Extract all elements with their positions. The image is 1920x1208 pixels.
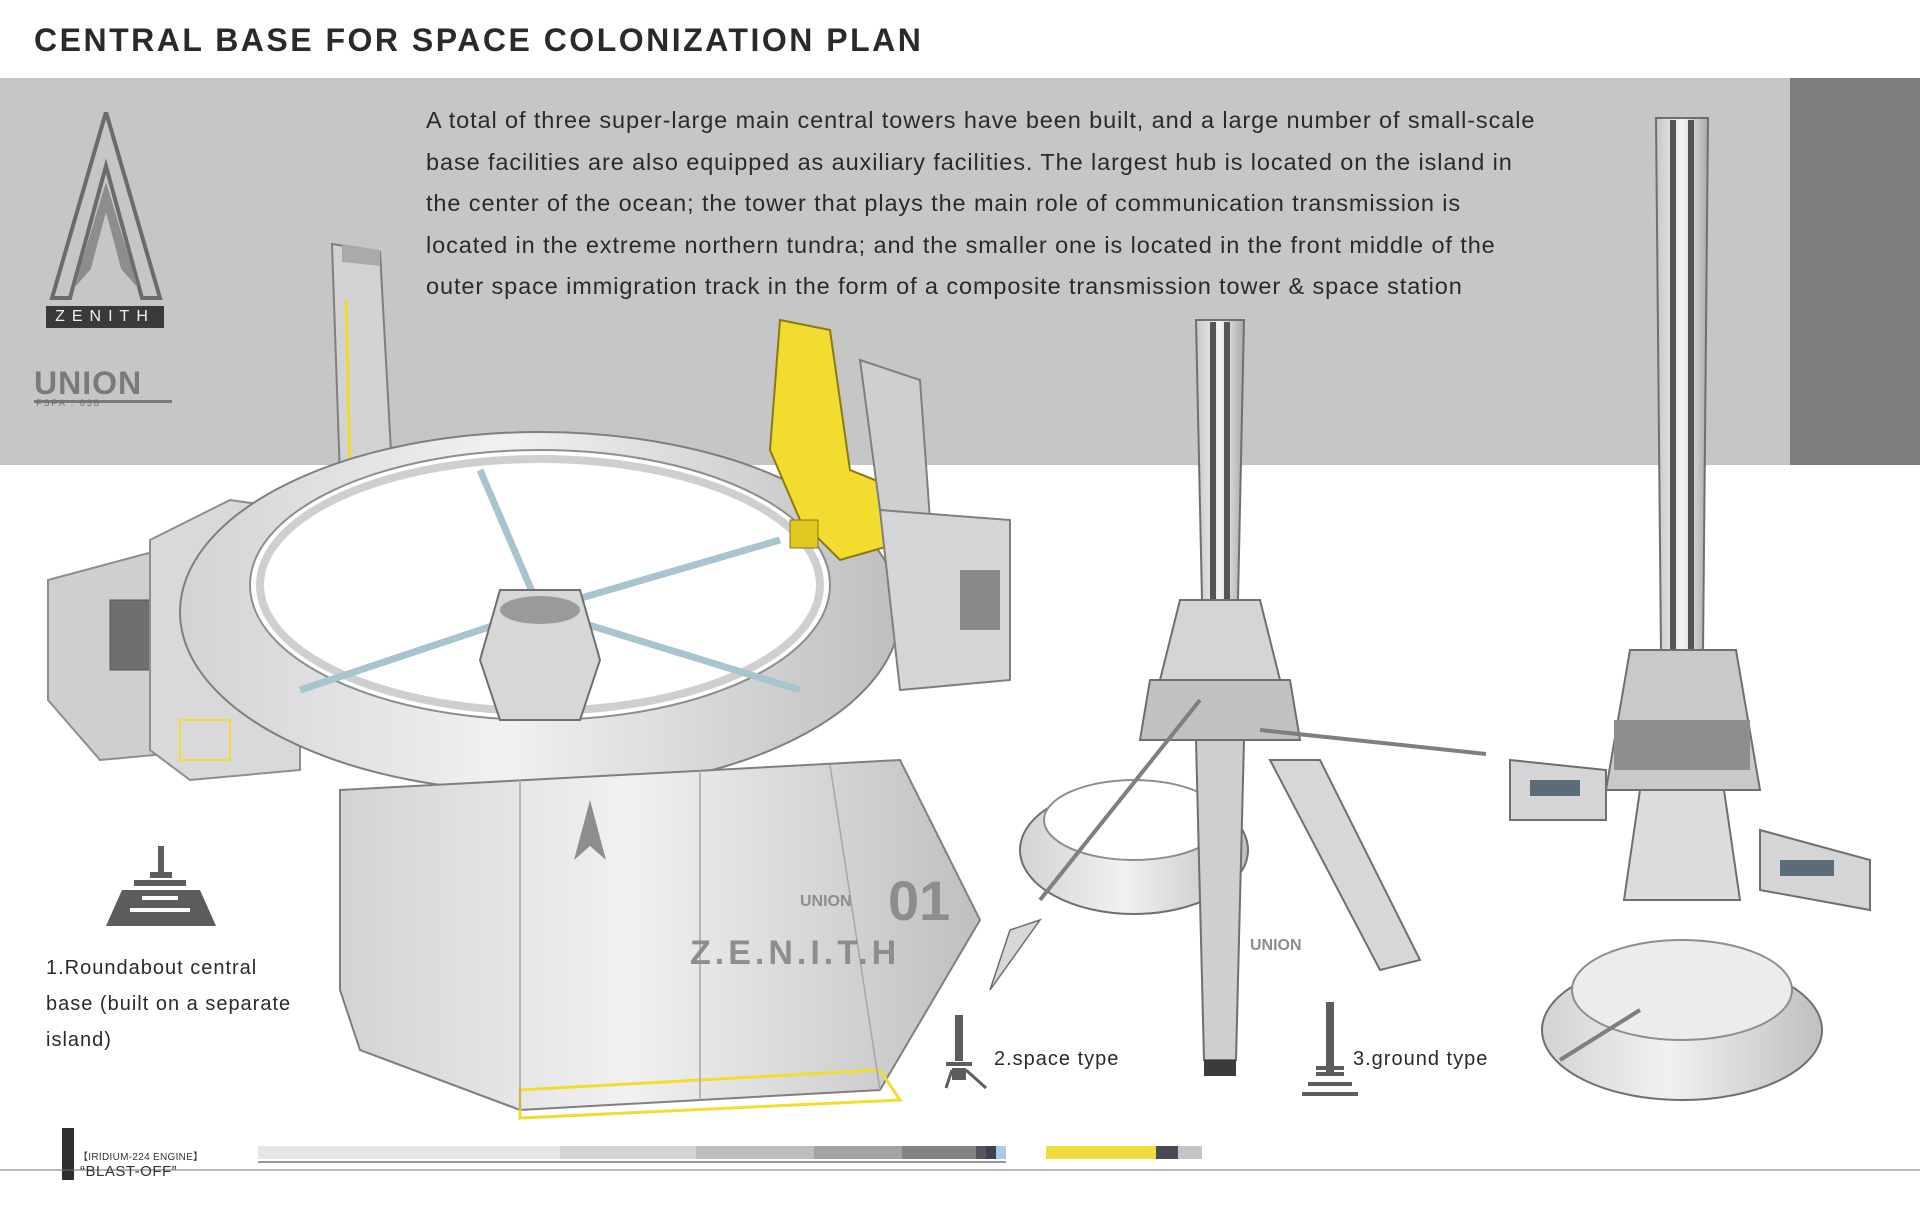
caption-space-type: 2.space type — [994, 1048, 1120, 1070]
description-line: A total of three super-large main centra… — [426, 107, 1536, 133]
description-line: base facilities are also equipped as aux… — [426, 148, 1513, 175]
hull-number-marking: 01 — [888, 869, 950, 932]
roundabout-base-model: Z.E.N.I.T.H 01 UNION — [47, 242, 1011, 1120]
zenith-triangle-logo-icon — [49, 112, 163, 300]
palette-swatch — [996, 1146, 1006, 1159]
caption-roundabout: 1.Roundabout central base (built on a se… — [46, 950, 291, 1058]
palette-swatch — [560, 1146, 696, 1159]
space-tower-union-marking: UNION — [1250, 937, 1302, 954]
caption-line: 1.Roundabout central — [46, 957, 258, 979]
footer-tagline: “BLAST-OFF” — [80, 1163, 178, 1180]
header-band-accent — [1790, 78, 1920, 465]
palette-swatch — [258, 1146, 560, 1159]
palette-swatch — [1178, 1146, 1202, 1159]
ground-type-tower-model — [1509, 117, 1871, 1101]
palette-swatch — [1156, 1146, 1178, 1159]
caption-line: base (built on a separate — [46, 993, 292, 1015]
roundabout-type-icon — [106, 846, 216, 926]
description-text: A total of three super-large main centra… — [426, 100, 1666, 308]
footer-engine-label: 【IRIDIUM-224 ENGINE】 — [78, 1152, 204, 1163]
caption-line: island) — [46, 1029, 112, 1051]
ground-type-icon — [1302, 1002, 1358, 1096]
union-logo-subtext: FSPA . 038 — [36, 398, 101, 408]
header-band — [0, 78, 1920, 465]
description-line: outer space immigration track in the for… — [426, 273, 1463, 299]
palette-swatch — [814, 1146, 902, 1159]
hull-union-marking: UNION — [800, 893, 852, 910]
palette-swatch — [902, 1146, 976, 1159]
union-logo-icon: UNION — [34, 366, 172, 403]
palette-swatch — [696, 1146, 814, 1159]
hull-name-marking: Z.E.N.I.T.H — [690, 934, 900, 972]
palette-swatch — [976, 1146, 986, 1159]
description-line: located in the extreme northern tundra; … — [426, 231, 1496, 258]
union-logo-text: UNION — [34, 366, 142, 401]
space-type-tower-model: UNION — [989, 319, 1487, 1076]
caption-ground-type: 3.ground type — [1353, 1048, 1489, 1070]
description-line: the center of the ocean; the tower that … — [426, 190, 1462, 216]
palette-swatch — [1046, 1146, 1156, 1159]
zenith-logo-label: ZENITH — [46, 306, 164, 328]
page-title: CENTRAL BASE FOR SPACE COLONIZATION PLAN — [34, 22, 924, 58]
space-type-icon — [944, 1015, 988, 1090]
footer-mark — [62, 1128, 74, 1180]
palette-swatch — [986, 1146, 996, 1159]
